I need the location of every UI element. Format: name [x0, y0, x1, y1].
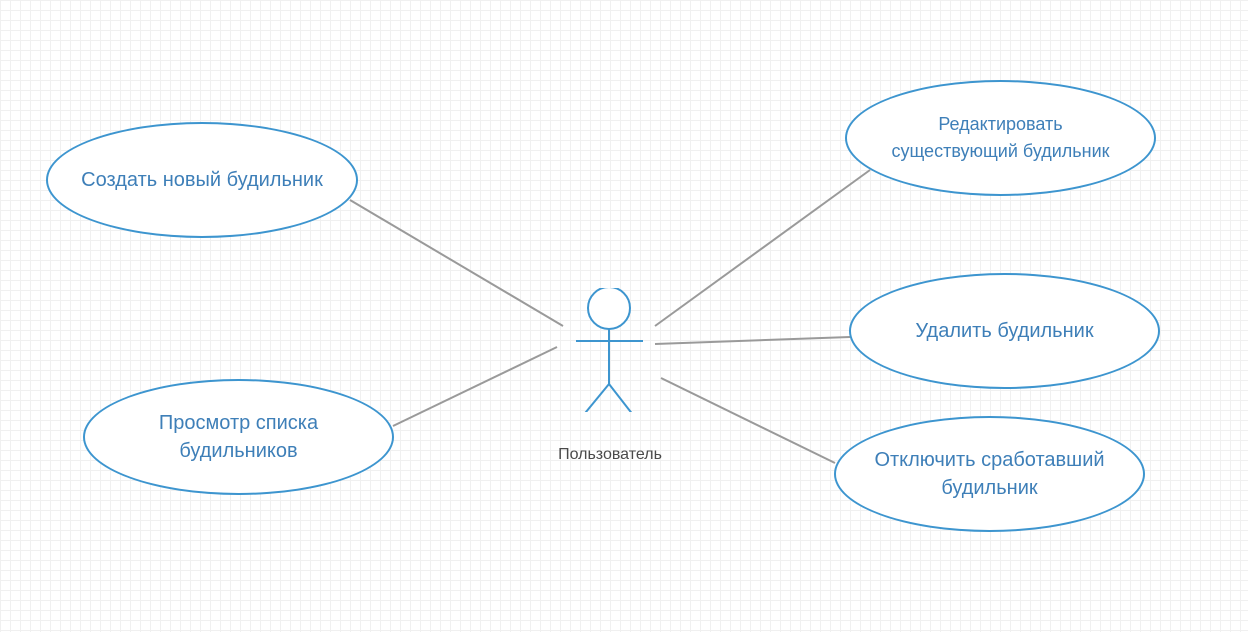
- association-create[interactable]: [349, 199, 564, 327]
- actor-user-icon[interactable]: [560, 288, 660, 412]
- use-case-view-alarm-list[interactable]: Просмотр списка будильников: [83, 379, 394, 495]
- use-case-disable-alarm[interactable]: Отключить сработавший будильник: [834, 416, 1145, 532]
- use-case-edit-alarm[interactable]: Редактировать существующий будильник: [845, 80, 1156, 196]
- actor-label: Пользователь: [558, 446, 662, 463]
- association-delete[interactable]: [654, 336, 851, 345]
- use-case-create-alarm[interactable]: Создать новый будильник: [46, 122, 358, 238]
- actor-right-leg: [608, 383, 633, 412]
- association-disable[interactable]: [660, 377, 836, 464]
- actor-head: [587, 288, 631, 330]
- use-case-delete-alarm[interactable]: Удалить будильник: [849, 273, 1160, 389]
- association-view-list[interactable]: [392, 346, 558, 427]
- association-edit[interactable]: [654, 169, 871, 327]
- actor-left-leg: [584, 383, 610, 412]
